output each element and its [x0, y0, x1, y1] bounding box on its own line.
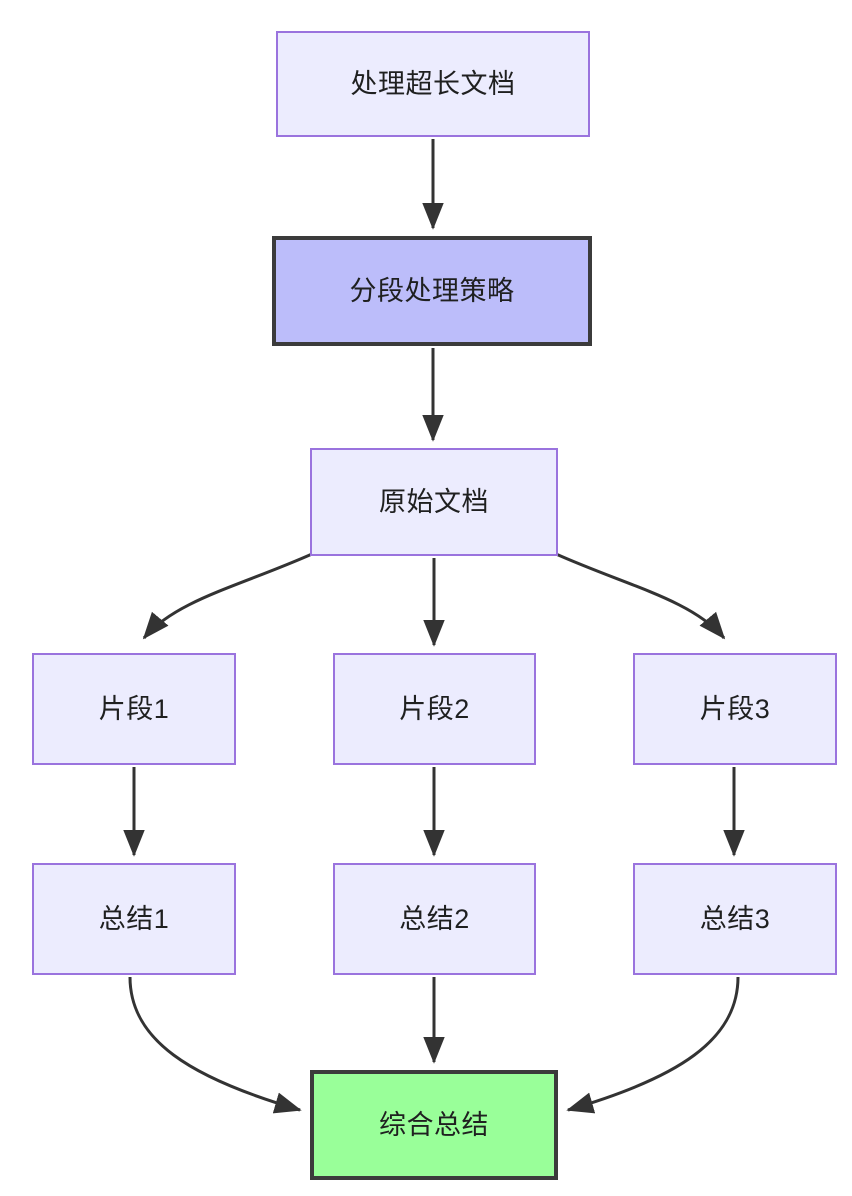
node-frag1[interactable]: 片段1 — [32, 653, 236, 765]
edge-sum1-to-final — [128, 976, 302, 1114]
node-src[interactable]: 原始文档 — [310, 448, 558, 556]
node-strat[interactable]: 分段处理策略 — [272, 236, 592, 346]
edge-group — [123, 139, 745, 1114]
node-label-frag3: 片段3 — [699, 693, 771, 724]
node-label-frag2: 片段2 — [399, 693, 470, 724]
node-frag2[interactable]: 片段2 — [333, 653, 536, 765]
node-label-src: 原始文档 — [379, 486, 489, 517]
edge-src-to-frag1 — [142, 552, 313, 640]
node-label-doc: 处理超长文档 — [350, 68, 516, 99]
node-label-sum2: 总结2 — [399, 903, 470, 934]
node-sum3[interactable]: 总结3 — [633, 863, 837, 975]
node-label-strat: 分段处理策略 — [349, 275, 515, 306]
node-doc[interactable]: 处理超长文档 — [276, 31, 590, 137]
edge-src-to-frag3 — [555, 552, 726, 640]
node-frag3[interactable]: 片段3 — [633, 653, 837, 765]
node-final[interactable]: 综合总结 — [310, 1070, 558, 1180]
node-label-sum1: 总结1 — [98, 903, 170, 934]
node-label-final: 综合总结 — [379, 1109, 489, 1140]
node-sum2[interactable]: 总结2 — [333, 863, 536, 975]
node-sum1[interactable]: 总结1 — [32, 863, 236, 975]
node-label-frag1: 片段1 — [98, 693, 170, 724]
node-label-sum3: 总结3 — [699, 903, 771, 934]
edge-sum3-to-final — [566, 976, 740, 1114]
